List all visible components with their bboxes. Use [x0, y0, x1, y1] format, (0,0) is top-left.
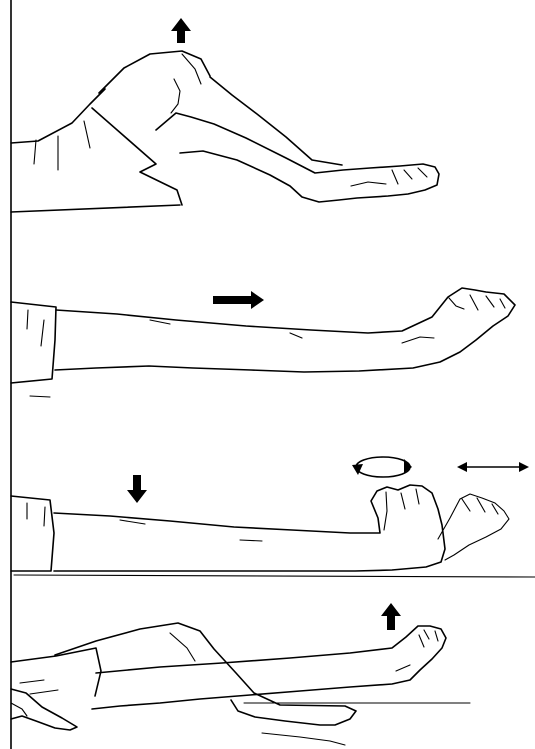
bent-knee-detail — [170, 633, 195, 661]
up-arrow-icon — [171, 18, 191, 43]
pointed-foot-toe-lines — [462, 498, 498, 514]
shorts-hem-outline — [92, 108, 182, 205]
ankle-crease — [402, 337, 434, 343]
panel-straight-leg-raise — [0, 585, 535, 749]
panel-leg-slide — [0, 250, 535, 415]
toe-lines — [392, 168, 427, 184]
knee-inner-outline — [171, 79, 180, 113]
ankle-press-rotate-drawing — [0, 415, 535, 585]
shorts-top-outline — [11, 89, 105, 143]
shorts-outline — [11, 648, 101, 696]
right-arrowhead — [519, 462, 529, 472]
up-arrow-icon — [381, 603, 401, 630]
thigh-top-outline — [99, 51, 210, 93]
shorts-fold-lines — [20, 680, 58, 694]
surface-line — [14, 575, 535, 577]
panel-knee-bend — [0, 0, 535, 250]
thigh-underside-outline — [11, 205, 180, 212]
shorts-fold-lines — [27, 310, 44, 346]
raised-leg-outline — [92, 626, 446, 709]
shorts-fold-lines — [27, 503, 45, 526]
left-arrowhead — [457, 462, 467, 472]
lower-leg-outline — [156, 113, 439, 202]
down-arrow-icon — [127, 475, 147, 503]
surface-line-lower — [262, 733, 345, 745]
shorts-outline — [11, 302, 56, 383]
hand-outline — [11, 689, 77, 730]
shorts-outline — [11, 496, 54, 571]
shin-outline — [210, 77, 342, 165]
toe-lines — [449, 295, 505, 310]
raised-leg-toe-lines — [419, 630, 438, 647]
ankle-crease — [351, 182, 386, 186]
leg-outline — [55, 288, 515, 372]
leg-slide-drawing — [0, 250, 535, 415]
knee-bend-drawing — [0, 0, 535, 250]
surface-mark — [30, 396, 50, 397]
toe-lines-flexed — [384, 489, 419, 530]
panel-ankle-press-rotate — [0, 415, 535, 585]
raised-leg-ankle-crease — [396, 665, 410, 671]
straight-leg-raise-drawing — [0, 585, 535, 749]
finger-lines — [11, 703, 27, 716]
pointed-foot-outline — [438, 494, 509, 560]
circular-rotation-arrow-icon — [356, 457, 410, 477]
right-arrow-icon — [213, 291, 264, 309]
knee-detail-lines — [150, 320, 302, 338]
